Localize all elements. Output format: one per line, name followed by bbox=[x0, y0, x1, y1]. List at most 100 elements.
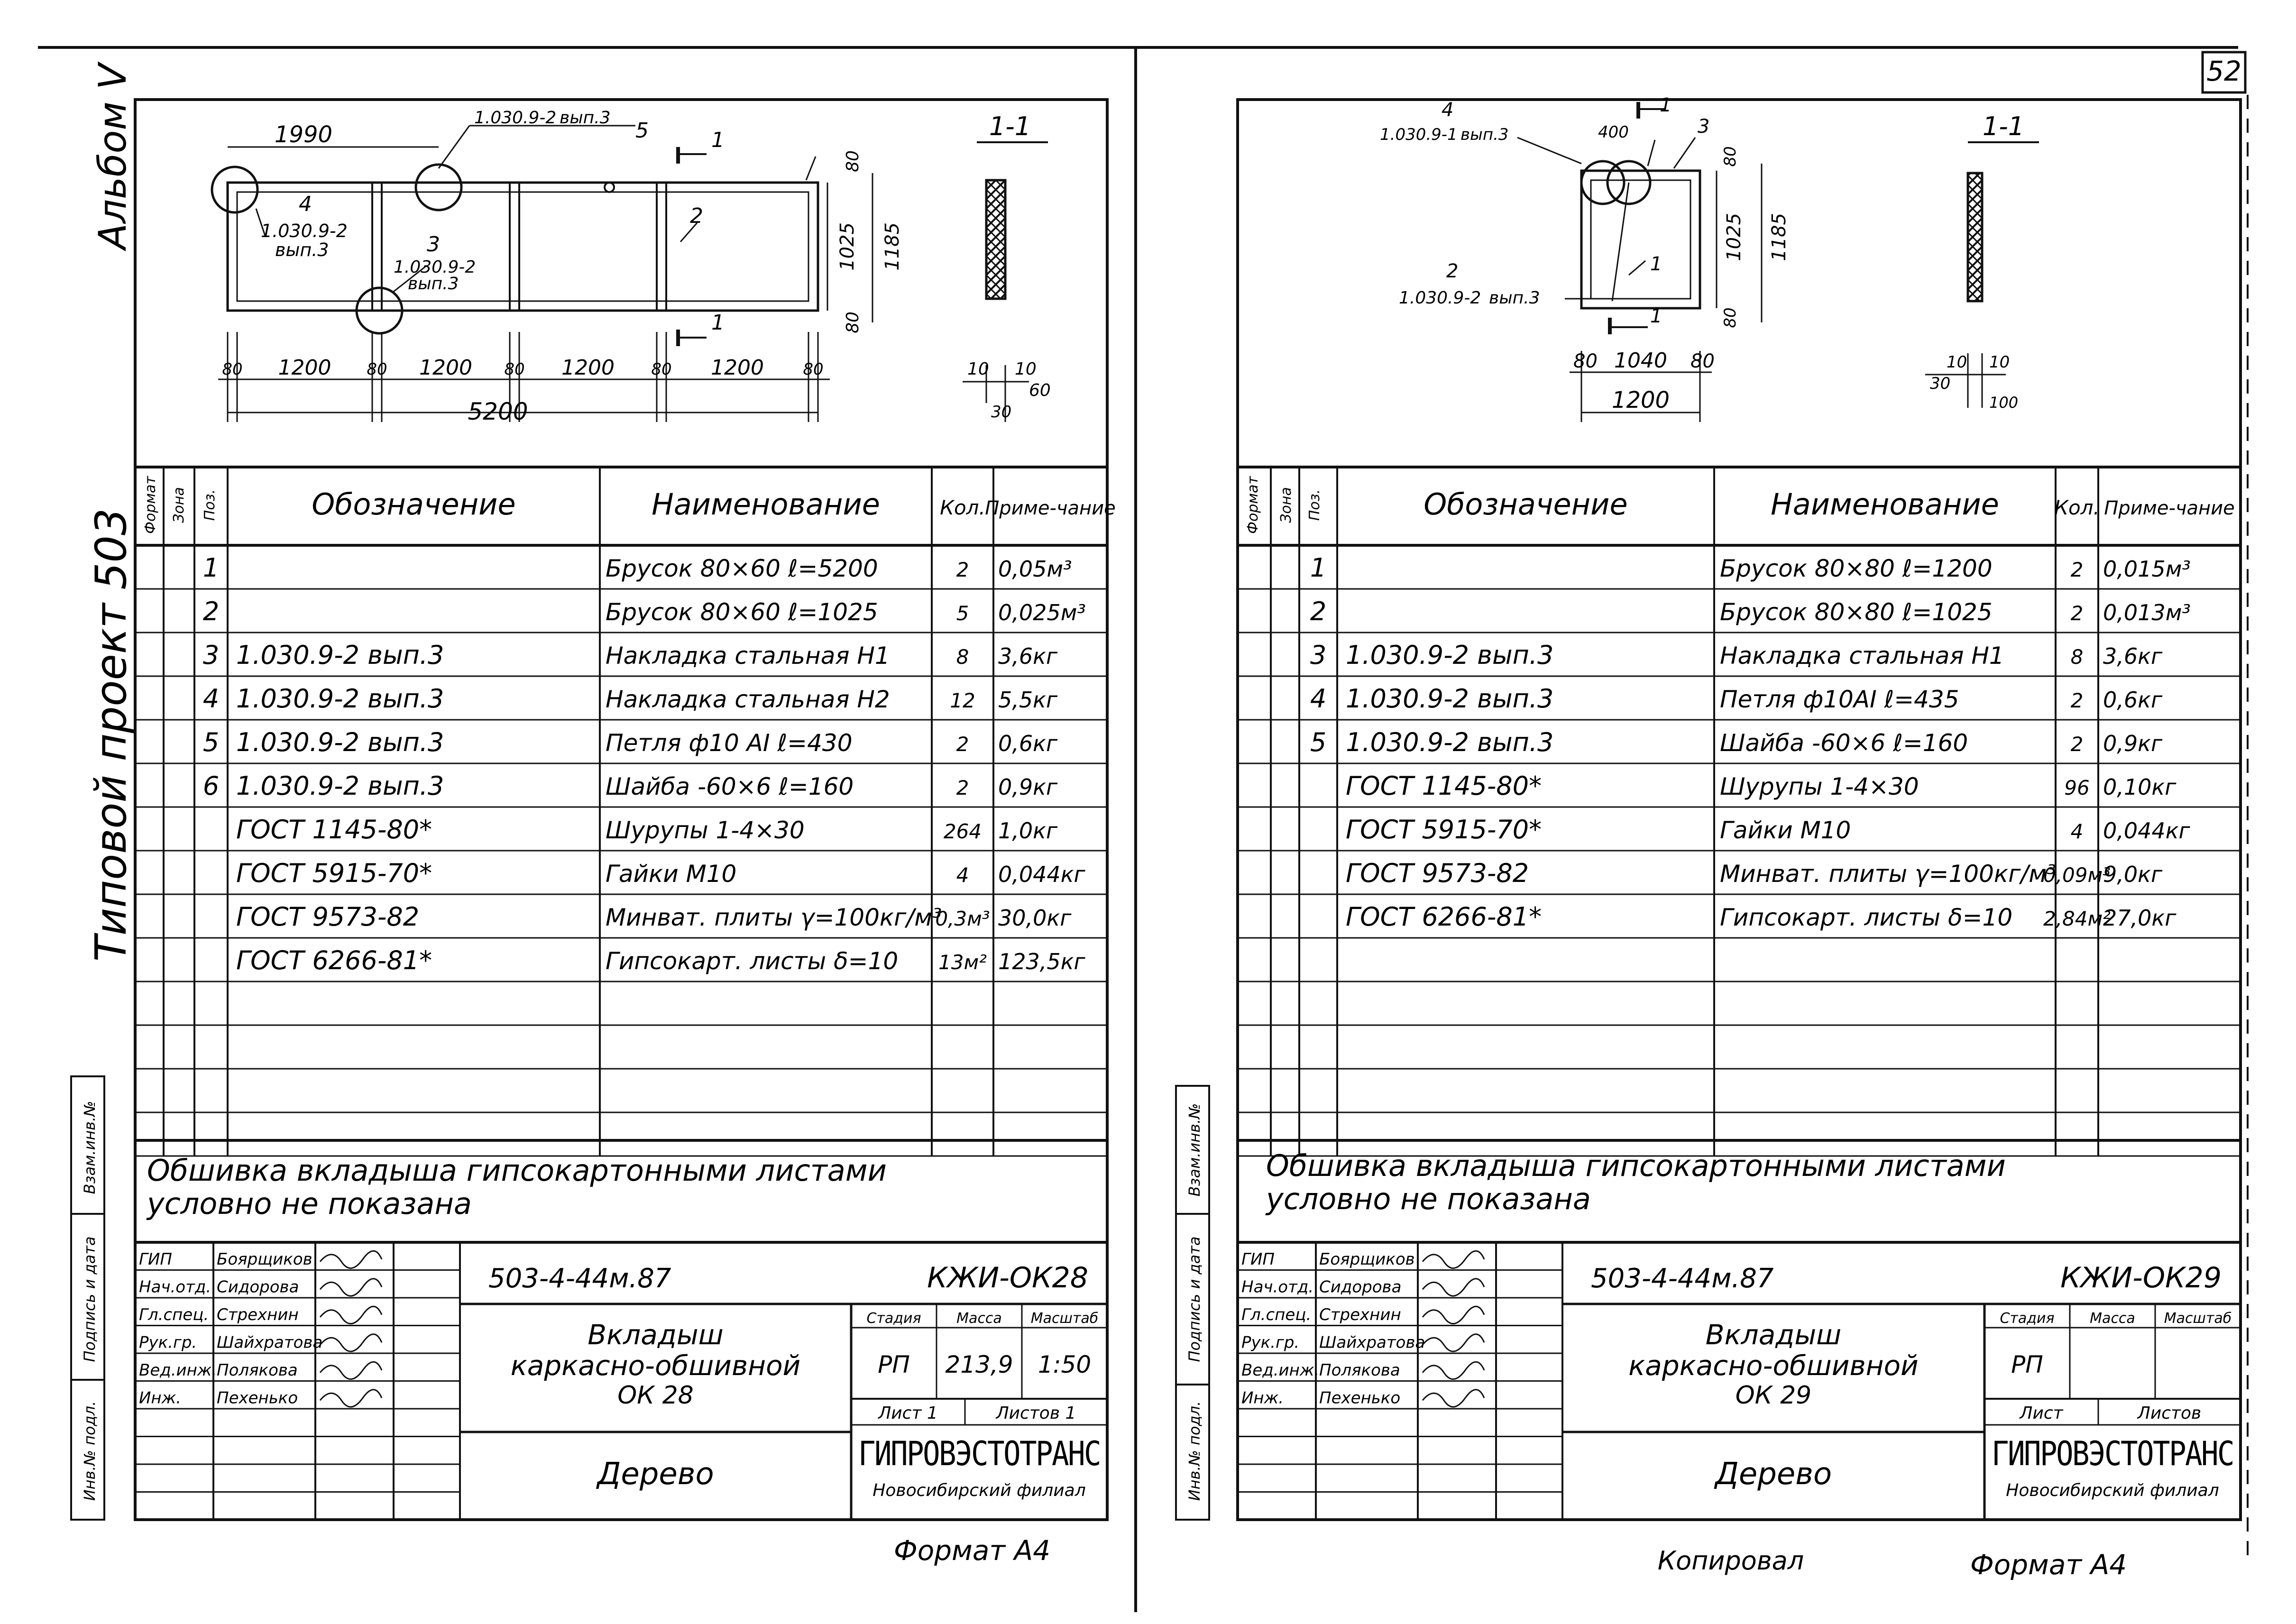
row-note: 1,0кг bbox=[998, 818, 1058, 844]
material-label: Дерево bbox=[596, 1457, 714, 1492]
dim-right-top: 80 bbox=[1721, 146, 1740, 166]
row-qty: 13м² bbox=[938, 951, 987, 974]
signature bbox=[1422, 1389, 1485, 1408]
callout-pos: 3 bbox=[427, 232, 440, 257]
callout-ref: 1.030.9-1 bbox=[1380, 125, 1458, 144]
staff-name: Пехенько bbox=[1319, 1388, 1400, 1407]
staff-name: Шайхратова bbox=[217, 1333, 322, 1352]
row-name: Минват. плиты γ=100кг/м³ bbox=[606, 904, 942, 931]
signature bbox=[319, 1306, 383, 1325]
row-note: 9,0кг bbox=[2103, 862, 2163, 887]
row-note: 0,9кг bbox=[998, 774, 1058, 800]
row-name: Брусок 80×80 ℓ=1025 bbox=[1720, 598, 1993, 626]
staff-row: Рук.гр.Шайхратова bbox=[139, 1333, 383, 1352]
row-designation: ГОСТ 9573-82 bbox=[236, 902, 419, 932]
row-qty: 2 bbox=[956, 776, 969, 799]
col-header-zone: Зона bbox=[171, 487, 187, 523]
note-line-2: условно не показана bbox=[146, 1186, 472, 1221]
dim-bottom-inner: 1040 bbox=[1614, 349, 1667, 373]
row-qty: 2 bbox=[956, 733, 969, 756]
stamp-sign-date: Подпись и дата bbox=[81, 1236, 99, 1362]
album-title: Альбом V bbox=[91, 61, 135, 252]
row-designation: 1.030.9-2 вып.3 bbox=[1346, 684, 1553, 714]
dim-segment: 80 bbox=[222, 360, 242, 379]
dim-segment: 80 bbox=[367, 360, 387, 379]
callout-ref: 1.030.9-2 bbox=[474, 108, 556, 128]
dim-bottom-left: 80 bbox=[1573, 350, 1598, 372]
svg-text:1: 1 bbox=[711, 128, 725, 152]
dim-segment: 80 bbox=[504, 360, 524, 379]
dim-total: 5200 bbox=[468, 398, 528, 425]
callout-ref: 1.030.9-2 bbox=[1399, 288, 1481, 308]
row-note: 0,6кг bbox=[2103, 687, 2163, 713]
svg-text:1: 1 bbox=[1660, 94, 1671, 116]
dim-right-outer: 1185 bbox=[1768, 213, 1790, 261]
row-name: Шайба -60×6 ℓ=160 bbox=[1720, 729, 1968, 757]
row-name: Шурупы 1-4×30 bbox=[1720, 773, 1919, 800]
row-pos: 5 bbox=[1310, 727, 1326, 757]
dim-right-top: 80 bbox=[843, 150, 863, 172]
row-name: Шурупы 1-4×30 bbox=[606, 817, 805, 844]
row-note: 123,5кг bbox=[998, 949, 1085, 974]
row-qty: 0,3м³ bbox=[935, 907, 990, 930]
section-dim: 10 bbox=[1947, 353, 1967, 372]
row-name: Накладка стальная Н2 bbox=[606, 686, 890, 713]
row-note: 0,044кг bbox=[2103, 818, 2190, 844]
section-dim: 10 bbox=[967, 359, 989, 379]
title-line: Вкладыш bbox=[588, 1319, 723, 1351]
section-dim: 30 bbox=[1930, 374, 1950, 393]
callout-pos: 2 bbox=[690, 204, 703, 228]
row-pos: 4 bbox=[1310, 684, 1326, 714]
staff-role: Рук.гр. bbox=[1241, 1333, 1299, 1352]
org-name: ГИПРОВЭСТОТРАНС bbox=[858, 1434, 1100, 1473]
dim-segment: 1200 bbox=[561, 356, 615, 380]
row-designation: ГОСТ 6266-81* bbox=[1346, 902, 1542, 932]
detail-circle bbox=[414, 163, 463, 211]
org-branch: Новосибирский филиал bbox=[2006, 1481, 2219, 1500]
stamp-sign-date: Подпись и дата bbox=[1185, 1236, 1203, 1362]
title-line: ОК 28 bbox=[617, 1381, 694, 1410]
staff-role: Инж. bbox=[1241, 1388, 1284, 1407]
staff-role: Инж. bbox=[139, 1388, 181, 1407]
section-label: 1-1 bbox=[989, 111, 1031, 141]
callout-pos: 4 bbox=[1442, 99, 1453, 121]
svg-text:1: 1 bbox=[1650, 305, 1662, 327]
staff-role: Нач.отд. bbox=[1241, 1277, 1313, 1296]
signature bbox=[1422, 1250, 1485, 1269]
staff-row: Рук.гр.Шайхратова bbox=[1241, 1333, 1485, 1352]
dim-segment: 80 bbox=[803, 360, 823, 379]
dim-total: 1200 bbox=[1612, 387, 1670, 413]
staff-row: Гл.спец.Стрехнин bbox=[139, 1305, 383, 1325]
row-name: Брусок 80×60 ℓ=1025 bbox=[606, 598, 878, 626]
right-sheet: 4 1.030.9-1 вып.3 2 1.030.9-2 вып.3 3 1 … bbox=[1175, 94, 2242, 1581]
row-designation: 1.030.9-2 вып.3 bbox=[236, 771, 444, 801]
row-name: Гайки М10 bbox=[606, 860, 736, 888]
scale-value: 1:50 bbox=[1038, 1351, 1091, 1378]
row-note: 0,044кг bbox=[998, 862, 1085, 887]
svg-text:1: 1 bbox=[711, 311, 725, 335]
staff-name: Полякова bbox=[217, 1361, 298, 1380]
stage-value: РП bbox=[2011, 1351, 2043, 1378]
row-qty: 4 bbox=[956, 863, 969, 887]
row-designation: 1.030.9-2 вып.3 bbox=[1346, 640, 1553, 670]
row-note: 27,0кг bbox=[2103, 905, 2177, 931]
col-header-pos: Поз. bbox=[202, 489, 218, 521]
col-header-format: Формат bbox=[1245, 476, 1261, 534]
staff-role: ГИП bbox=[1241, 1250, 1275, 1269]
row-designation: 1.030.9-2 вып.3 bbox=[1346, 727, 1553, 757]
row-note: 3,6кг bbox=[998, 643, 1058, 669]
staff-name: Стрехнин bbox=[1319, 1305, 1401, 1324]
title-line: Вкладыш bbox=[1706, 1319, 1841, 1351]
callout-pos: 5 bbox=[635, 119, 649, 143]
row-qty: 2 bbox=[2071, 689, 2084, 712]
col-header-note: Приме-чание bbox=[985, 497, 1116, 519]
row-pos: 3 bbox=[1310, 640, 1326, 670]
stamp-replace-inv: Взам.инв.№ bbox=[81, 1101, 99, 1194]
left-sheet: Альбом V Типовой проект 503 bbox=[70, 61, 1116, 1567]
row-note: 0,015м³ bbox=[2103, 556, 2191, 582]
